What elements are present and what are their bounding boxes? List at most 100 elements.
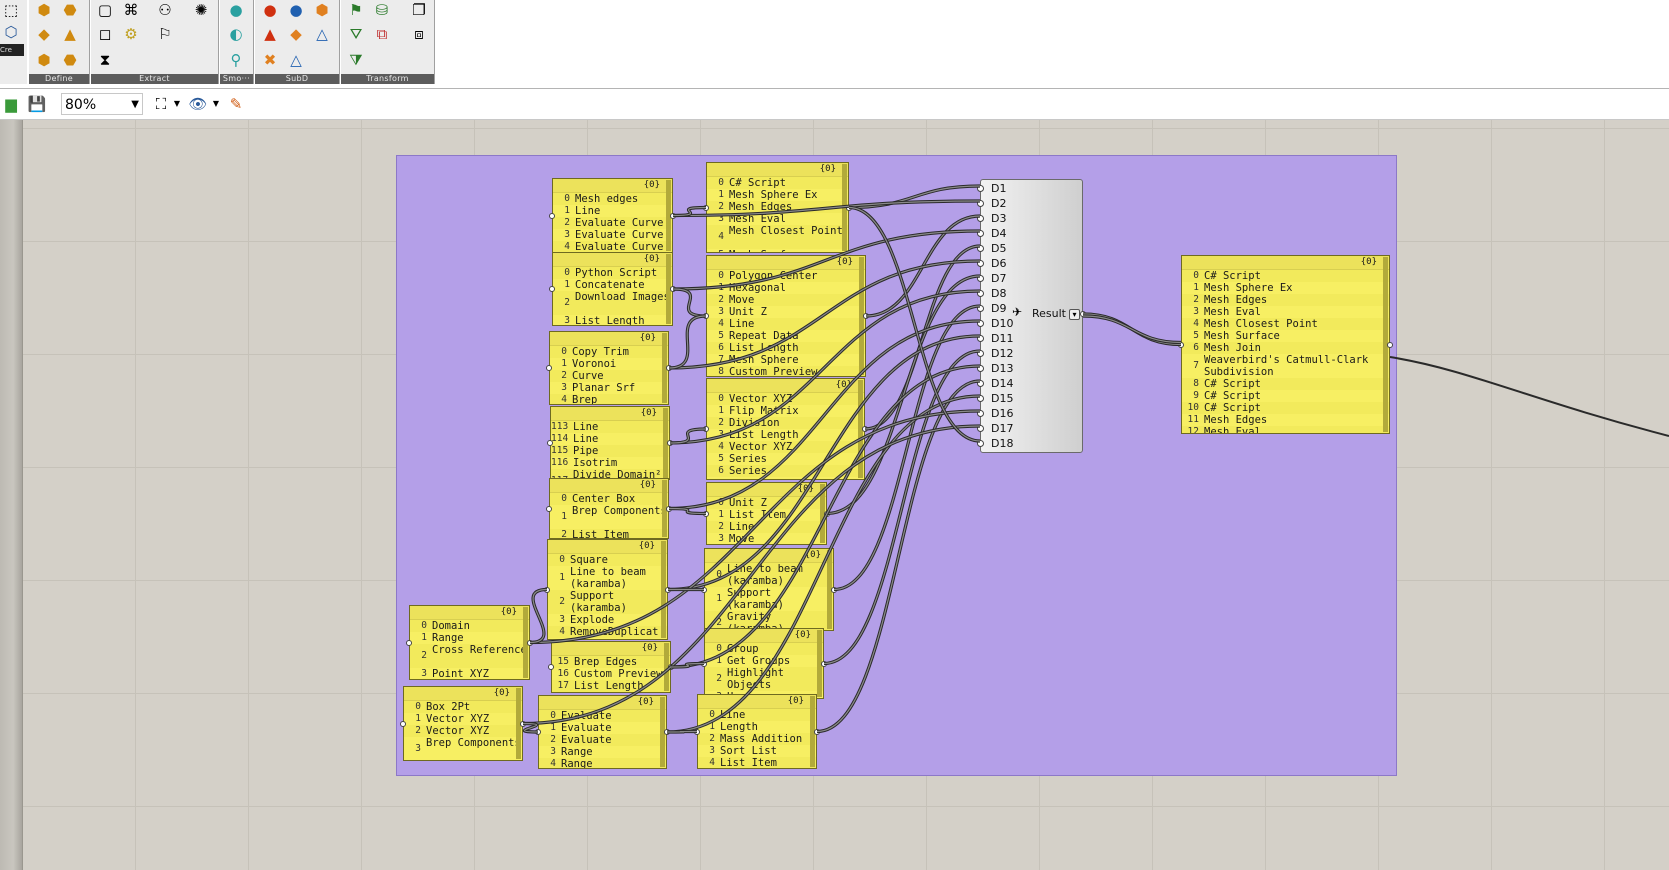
merge-input-grip[interactable] xyxy=(977,275,984,282)
mesh-edges-icon[interactable]: ⌘ xyxy=(123,1,139,19)
mesh-box-icon[interactable]: ⬢ xyxy=(37,1,51,19)
merge-input-port[interactable]: D3 xyxy=(991,212,1007,225)
group-region[interactable] xyxy=(396,155,1397,776)
bucket-icon[interactable]: ⛁ xyxy=(375,1,389,19)
merge-input-grip[interactable] xyxy=(977,365,984,372)
merge-input-grip[interactable] xyxy=(977,200,984,207)
blur-icon[interactable]: ◐ xyxy=(229,25,243,43)
subd-sphere-icon[interactable]: ● xyxy=(263,1,277,19)
panel-output-grip[interactable] xyxy=(814,728,820,735)
map-icon[interactable]: ⧉ xyxy=(376,25,388,43)
merge-input-port[interactable]: D17 xyxy=(991,422,1014,435)
merge-input-grip[interactable] xyxy=(977,290,984,297)
panel-input-grip[interactable] xyxy=(548,664,554,670)
filter-icon[interactable]: ⛛ xyxy=(349,25,363,43)
panel-input-grip[interactable] xyxy=(535,729,541,735)
panel-output-grip[interactable] xyxy=(831,586,837,593)
subd-patch-icon[interactable]: ◆ xyxy=(290,25,302,43)
smooth-icon[interactable]: ● xyxy=(229,1,243,19)
merge-input-port[interactable]: D2 xyxy=(991,197,1007,210)
panel-scrollbar[interactable] xyxy=(660,697,665,767)
panel-input-grip[interactable] xyxy=(703,204,709,211)
subd-cross-icon[interactable]: ✖ xyxy=(263,51,277,69)
panel-scrollbar[interactable] xyxy=(666,254,671,324)
copy-icon[interactable]: ❐ xyxy=(412,1,426,19)
panel-output-grip[interactable] xyxy=(665,586,671,593)
sketch-pen-icon[interactable]: ✎ xyxy=(229,95,243,113)
panel-output-grip[interactable] xyxy=(846,204,852,211)
panel-input-grip[interactable] xyxy=(703,426,709,432)
mesh-components-icon[interactable]: ⚙ xyxy=(124,25,138,43)
mesh-boundary-icon[interactable]: ◻ xyxy=(98,25,112,43)
panel-output-grip[interactable] xyxy=(666,365,672,371)
mesh-face-icon[interactable]: ▢ xyxy=(97,1,113,19)
merge-input-port[interactable]: D1 xyxy=(991,182,1007,195)
panel-input-grip[interactable] xyxy=(701,660,707,667)
panel-output-grip[interactable] xyxy=(824,510,830,517)
mesh-triangulate-icon[interactable]: ⬣ xyxy=(63,51,77,69)
merge-input-port[interactable]: D12 xyxy=(991,347,1014,360)
merge-input-grip[interactable] xyxy=(977,305,984,312)
panel-output-grip[interactable] xyxy=(527,639,533,646)
merge-input-port[interactable]: D11 xyxy=(991,332,1014,345)
panel-input-grip[interactable] xyxy=(544,586,550,593)
panel-input-grip[interactable] xyxy=(701,586,707,593)
panel-output-grip[interactable] xyxy=(670,212,676,219)
mesh-box-icon[interactable]: ⬡ xyxy=(4,23,18,41)
mesh-cone-icon[interactable]: ▲ xyxy=(64,25,76,43)
mesh-hourglass-icon[interactable]: ⧗ xyxy=(99,51,111,69)
merge-input-port[interactable]: D13 xyxy=(991,362,1014,375)
panel-input-grip[interactable] xyxy=(694,728,700,735)
merge-input-grip[interactable] xyxy=(977,185,984,192)
panel-output-grip[interactable] xyxy=(520,720,526,727)
panel-input-grip[interactable] xyxy=(1178,341,1184,348)
mesh-vertices-icon[interactable]: ⚇ xyxy=(158,1,172,19)
pin-icon[interactable]: ⚲ xyxy=(230,51,242,69)
panel-output-grip[interactable] xyxy=(668,664,674,670)
preview-eye-icon[interactable]: 👁 xyxy=(188,95,208,113)
merge-input-grip[interactable] xyxy=(977,260,984,267)
output-menu-icon[interactable]: ▾ xyxy=(1069,309,1080,320)
merge-input-port[interactable]: D15 xyxy=(991,392,1014,405)
merge-input-grip[interactable] xyxy=(977,230,984,237)
subd-cube-icon[interactable]: ⬢ xyxy=(315,1,329,19)
subd-ball-icon[interactable]: ● xyxy=(289,1,303,19)
merge-input-grip[interactable] xyxy=(977,395,984,402)
merge-input-grip[interactable] xyxy=(977,380,984,387)
subd-triangle-icon[interactable]: ▲ xyxy=(264,25,276,43)
merge-input-grip[interactable] xyxy=(977,410,984,417)
open-file-icon[interactable]: ▆ xyxy=(5,95,17,113)
panel-scrollbar[interactable] xyxy=(662,333,667,403)
text-panel[interactable]: {0}113Line114Line115Pipe116Isotrim117Div… xyxy=(550,406,670,480)
merge-input-port[interactable]: D9 xyxy=(991,302,1007,315)
merge-input-port[interactable]: D8 xyxy=(991,287,1007,300)
panel-output-grip[interactable] xyxy=(863,313,869,319)
zoom-select[interactable]: 80%▼ xyxy=(61,93,143,115)
mesh-cylinder-icon[interactable]: ⬣ xyxy=(63,1,77,19)
panel-scrollbar[interactable] xyxy=(1383,257,1388,432)
subd-tri-icon[interactable]: △ xyxy=(316,25,328,43)
merge-input-grip[interactable] xyxy=(977,335,984,342)
panel-input-grip[interactable] xyxy=(703,313,709,319)
merge-input-port[interactable]: D6 xyxy=(991,257,1007,270)
merge-input-port[interactable]: D16 xyxy=(991,407,1014,420)
subd-tri-outline-icon[interactable]: △ xyxy=(290,51,302,69)
panel-scrollbar[interactable] xyxy=(666,180,671,251)
merge-input-grip[interactable] xyxy=(977,425,984,432)
split-icon[interactable]: ⧈ xyxy=(414,25,424,43)
output-grip[interactable] xyxy=(1080,311,1086,317)
merge-input-grip[interactable] xyxy=(977,215,984,222)
